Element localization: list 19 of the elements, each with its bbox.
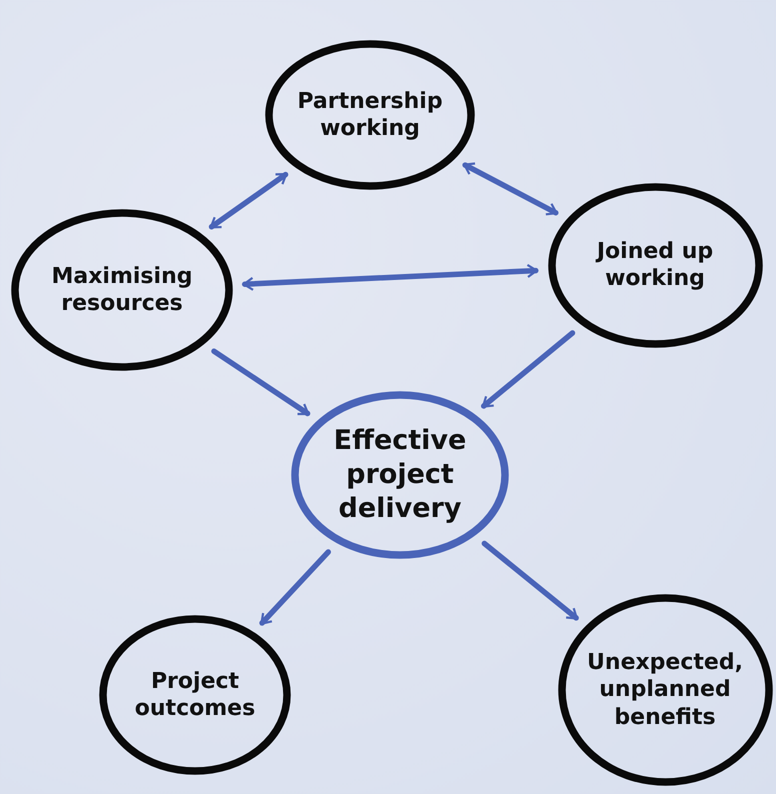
node-label: Effective project delivery (332, 424, 468, 526)
ellipse-node (558, 594, 772, 786)
ellipse-node (291, 391, 509, 559)
node-label: Maximising resources (50, 262, 194, 318)
arrow (211, 348, 310, 416)
ellipse-node (548, 182, 762, 348)
arrow (482, 540, 579, 621)
node-label: Joined up working (594, 238, 714, 292)
ellipse-node (11, 209, 233, 371)
node-label: Project outcomes (134, 668, 256, 722)
arrow (481, 330, 576, 409)
arrow (242, 264, 538, 291)
ellipse-node (265, 40, 475, 190)
arrow (208, 172, 288, 230)
ellipse-node (99, 615, 291, 775)
arrow (462, 162, 558, 216)
arrow (259, 549, 331, 626)
node-label: Unexpected, unplanned benefits (586, 648, 744, 732)
node-label: Partnership working (296, 88, 444, 142)
